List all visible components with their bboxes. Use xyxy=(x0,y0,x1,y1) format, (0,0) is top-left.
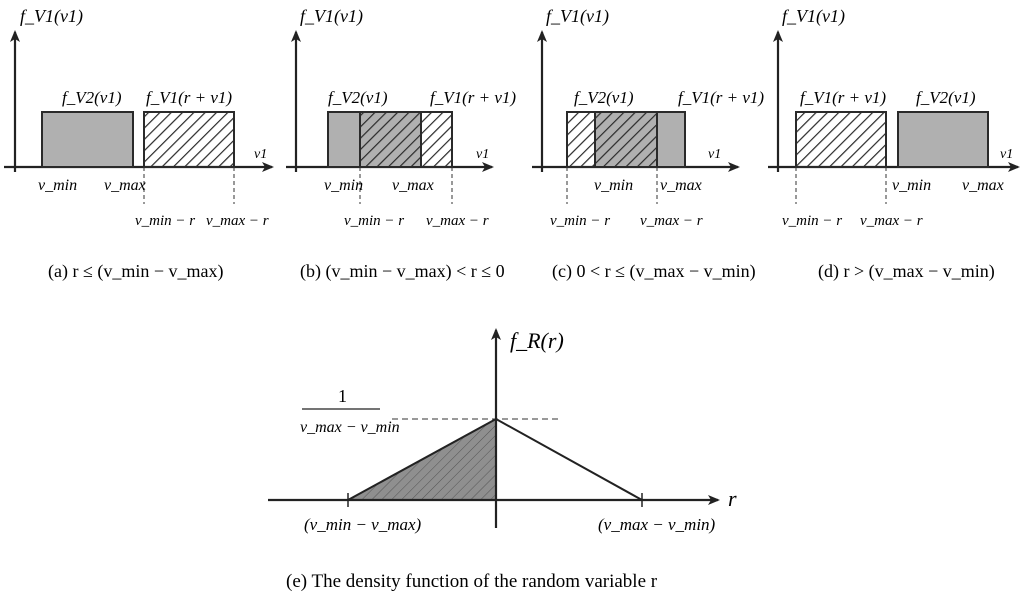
panel-c-tick-label-1: v_min xyxy=(594,177,633,194)
panel-a-below-label-2: v_max − r xyxy=(206,213,269,229)
panel-c: f_V1(v1) v1 f_V2(v1) f_V1(r + v1) v_min … xyxy=(532,6,764,282)
panel-c-y-label: f_V1(v1) xyxy=(546,6,609,27)
panel-a-below-label-1: v_min − r xyxy=(135,213,195,229)
panel-a-tick-label-2: v_max xyxy=(104,177,146,194)
panel-a: f_V1(v1) v1 f_V2(v1) f_V1(r + v1) v_min … xyxy=(4,6,274,282)
panel-b-tick-label-2: v_max xyxy=(392,177,434,194)
panel-e: f_R(r) r 1 v_max − v_min (v_min − v_max)… xyxy=(268,328,737,592)
density-right-edge xyxy=(495,418,643,501)
panel-a-y-label: f_V1(v1) xyxy=(20,6,83,27)
panel-a-shifted-box xyxy=(143,111,235,168)
panel-c-tick-label-2: v_max xyxy=(660,177,702,194)
density-left-edge xyxy=(347,418,497,501)
density-peak-denominator: v_max − v_min xyxy=(300,419,400,436)
density-left-tick-label: (v_min − v_max) xyxy=(304,515,422,534)
panel-b-tick-label-1: v_min xyxy=(324,177,363,194)
panel-b: f_V1(v1) v1 f_V2(v1) f_V1(r + v1) v_min … xyxy=(286,6,516,282)
panel-c-caption: (c) 0 < r ≤ (v_max − v_min) xyxy=(552,261,756,282)
panel-a-caption: (a) r ≤ (v_min − v_max) xyxy=(48,261,223,282)
panel-a-fv2-box xyxy=(41,111,134,168)
panel-d-tick-label-2: v_max xyxy=(962,177,1004,194)
density-peak-numerator: 1 xyxy=(338,386,347,406)
panel-d-tick-label-1: v_min xyxy=(892,177,931,194)
panel-c-shifted-box xyxy=(566,111,658,168)
panel-d-box-label-1: f_V1(r + v1) xyxy=(800,88,886,107)
panel-d-x-label: v1 xyxy=(1000,147,1013,162)
density-x-label: r xyxy=(728,486,737,511)
panel-d-caption: (d) r > (v_max − v_min) xyxy=(818,261,995,282)
panel-b-box-label-1: f_V2(v1) xyxy=(328,88,388,107)
panel-d-below-label-2: v_max − r xyxy=(860,213,923,229)
panel-d-y-label: f_V1(v1) xyxy=(782,6,845,27)
panel-d-below-label-1: v_min − r xyxy=(782,213,842,229)
panel-c-below-label-2: v_max − r xyxy=(640,213,703,229)
panel-a-box-label-2: f_V1(r + v1) xyxy=(146,88,232,107)
panel-c-box-label-2: f_V1(r + v1) xyxy=(678,88,764,107)
panel-d: f_V1(v1) v1 f_V1(r + v1) f_V2(v1) v_min … xyxy=(768,6,1020,282)
panel-c-box-label-1: f_V2(v1) xyxy=(574,88,634,107)
panel-b-y-label: f_V1(v1) xyxy=(300,6,363,27)
panel-b-below-label-2: v_max − r xyxy=(426,213,489,229)
panel-b-box-label-2: f_V1(r + v1) xyxy=(430,88,516,107)
panel-b-x-label: v1 xyxy=(476,147,489,162)
panel-a-box-label-1: f_V2(v1) xyxy=(62,88,122,107)
density-y-label: f_R(r) xyxy=(510,328,564,353)
panel-d-shifted-box xyxy=(795,111,887,168)
panel-a-x-label: v1 xyxy=(254,147,267,162)
density-right-tick-label: (v_max − v_min) xyxy=(598,515,716,534)
panel-b-shifted-box xyxy=(359,111,453,168)
panel-d-box-label-2: f_V2(v1) xyxy=(916,88,976,107)
panel-a-tick-label-1: v_min xyxy=(38,177,77,194)
panel-d-fv2-box xyxy=(897,111,989,168)
panel-b-below-label-1: v_min − r xyxy=(344,213,404,229)
density-caption: (e) The density function of the random v… xyxy=(286,571,658,592)
panel-c-below-label-1: v_min − r xyxy=(550,213,610,229)
panel-b-caption: (b) (v_min − v_max) < r ≤ 0 xyxy=(300,261,505,282)
panel-c-x-label: v1 xyxy=(708,147,721,162)
